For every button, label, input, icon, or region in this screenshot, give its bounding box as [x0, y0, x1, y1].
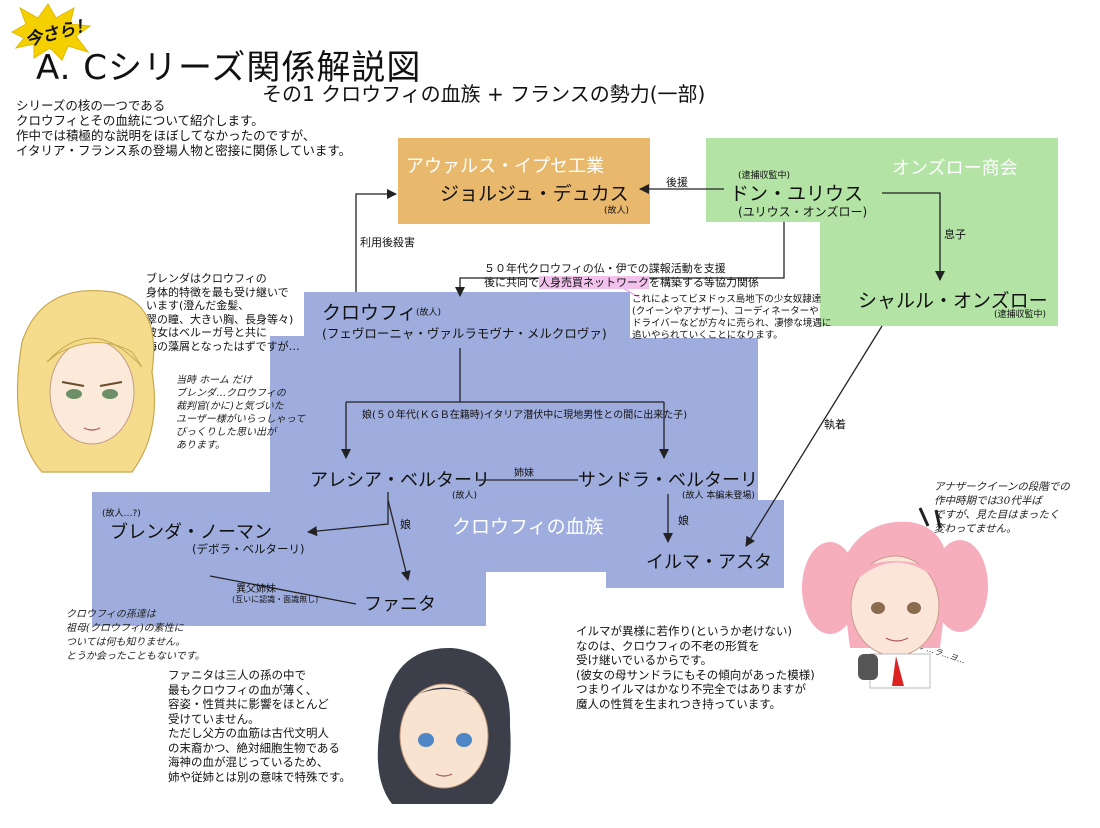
brenda-pre: (故人…?) — [102, 509, 141, 519]
crowfi-full: (フェヴローニャ・ヴァルラモヴナ・メルクロヴァ) — [322, 326, 607, 341]
note-fanita: ファニタは三人の孫の中で 最もクロウフィの血が薄く、 容姿・性質共に影響をほとん… — [168, 668, 351, 784]
label-obsession: 執着 — [824, 418, 846, 431]
cooperation-highlight: 人身売買ネットワーク — [539, 276, 649, 289]
aur-person-note: (故人) — [604, 206, 630, 216]
onz-child: シャルル・オンズロー — [858, 290, 1048, 312]
sandra-note: (故人 本編未登場) — [682, 491, 755, 501]
label-son: 息子 — [944, 228, 966, 241]
label-sisters: 姉妹 — [514, 468, 534, 479]
label-cooperation: ５０年代クロウフィの仏・伊での諜報活動を支援 後に共同で人身売買ネットワークを構… — [484, 248, 759, 290]
note-network: これによってビヌドゥス島地下の少女奴隷達 (クイーンやアナザー)、コーディネータ… — [632, 294, 832, 341]
aur-box — [398, 138, 650, 224]
alessia-note: (故人) — [452, 491, 478, 501]
note-grandchild-hand: クロウフィの孫達は 祖母(クロウフィ)の素性に ついては何も知りません。 とうか… — [66, 609, 205, 662]
note-irma-hand: アナザークイーンの段階での 作中時期では30代半ば ですが、見た目はまったく 変… — [934, 481, 1070, 535]
onz-person-sub: (ユリウス・オンズロー) — [738, 205, 868, 219]
crowfi-name: クロウフィ — [322, 302, 417, 324]
fanita-portrait — [377, 647, 511, 804]
aur-name: アウァルス・イプセ工業 — [406, 156, 604, 177]
intro-text: シリーズの核の一つである クロウフィとその血統について紹介します。 作中では積極… — [16, 98, 352, 158]
page-subtitle: その1 クロウフィの血族 + フランスの勢力(一部) — [262, 82, 706, 106]
onz-child-note: (逮捕収監中) — [994, 310, 1047, 320]
note-irma: イルマが異様に若作り(というか老けない) なのは、クロウフィの不老の形質を 受け… — [576, 624, 815, 711]
label-daughter-desc: 娘(５０年代(ＫＧＢ在籍時)イタリア潜伏中に現地男性との間に出来た子) — [362, 410, 688, 421]
brenda-sub: (デボラ・ベルターリ) — [192, 542, 305, 556]
brenda-name: ブレンダ・ノーマン — [110, 522, 272, 543]
cooperation-text: ５０年代クロウフィの仏・伊での諜報活動を支援 後に共同で — [484, 262, 726, 289]
blood-name: クロウフィの血族 — [452, 516, 604, 538]
page-title: A. Cシリーズ関係解説図 — [36, 48, 422, 88]
label-half-sisters: 異父姉妹 — [236, 584, 276, 595]
brenda-portrait — [16, 290, 156, 473]
label-murder: 利用後殺害 — [360, 236, 415, 249]
fanita-name: ファニタ — [364, 594, 436, 615]
label-daughter2: 娘 — [678, 514, 689, 527]
aur-person: ジョルジュ・デュカス — [440, 183, 629, 205]
cooperation-text-end: を構築する等協力関係 — [649, 276, 759, 289]
label-daughter: 娘 — [400, 518, 411, 531]
label-support: 後援 — [666, 176, 688, 189]
note-brenda: ブレンダはクロウフィの 身体的特徴を最も受け継いで います(澄んだ金髪、 翠の瞳… — [146, 272, 300, 353]
note-brenda-hand: 当時 ホーム だけ ブレンダ…クロウフィの 裁判官(かに)と気づいた ユーザー様… — [176, 375, 306, 451]
irma-portrait — [802, 507, 988, 689]
badge-burst — [10, 3, 92, 61]
onz-box-top — [706, 138, 1058, 222]
sandra-name: サンドラ・ベルターリ — [578, 470, 758, 491]
alessia-name: アレシア・ベルターリ — [310, 470, 490, 491]
onz-person: ドン・ユリウス — [730, 183, 864, 205]
irma-name: イルマ・アスタ — [646, 552, 772, 573]
onz-pre: (逮捕収監中) — [738, 171, 791, 181]
onz-name: オンズロー商会 — [892, 158, 1018, 179]
label-half-sisters-note: (互いに認識・面識無し) — [232, 595, 319, 604]
crowfi-note: (故人) — [416, 308, 442, 318]
